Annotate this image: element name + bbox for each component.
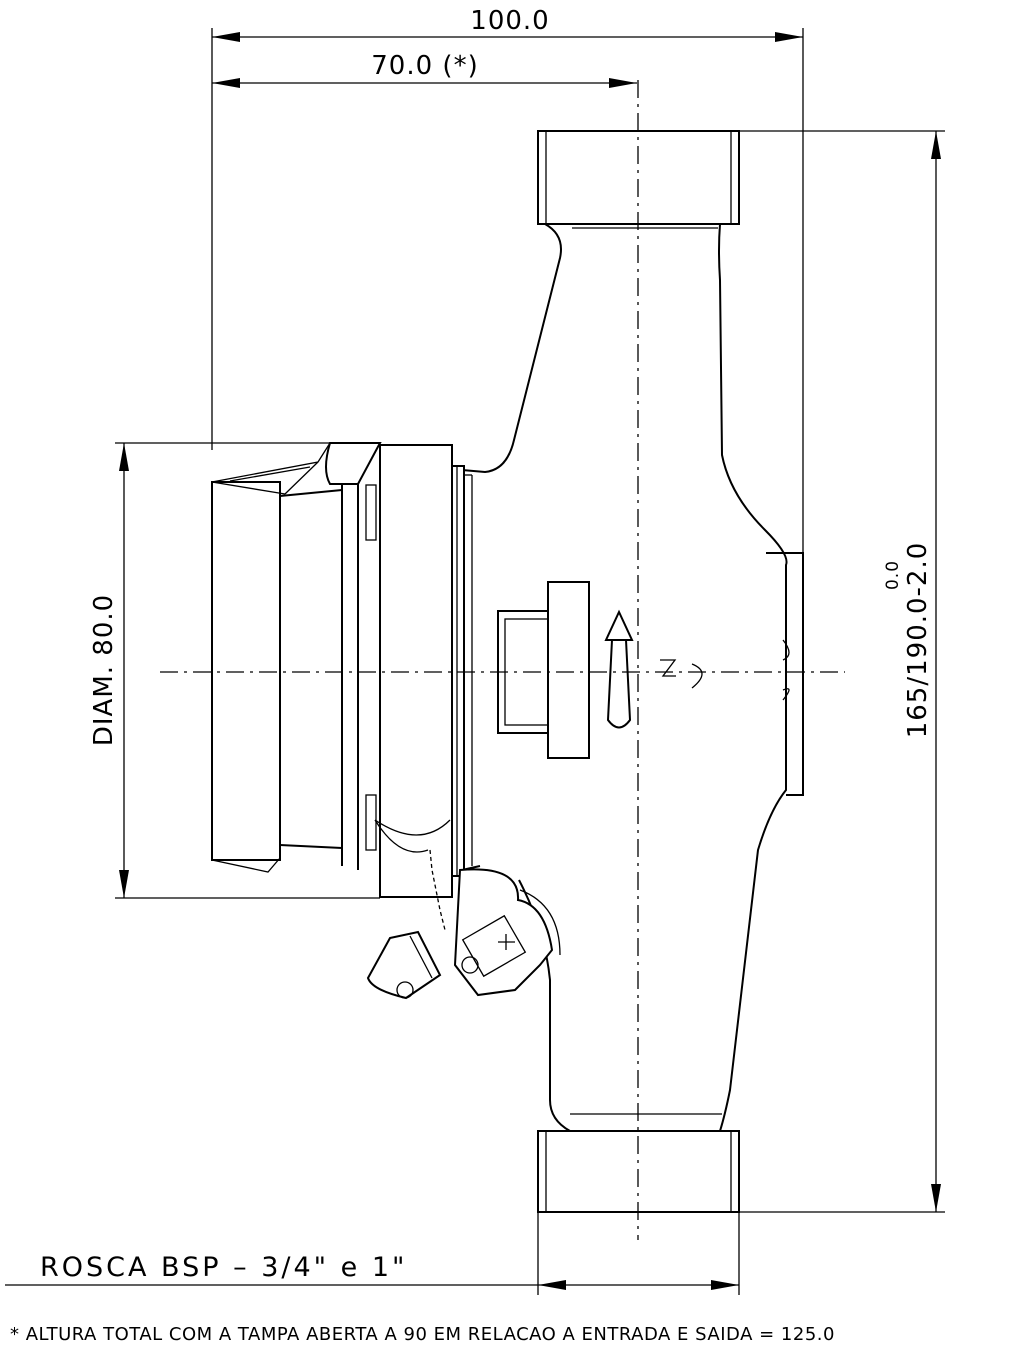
dimension-length: 165/190.0-2.0 0.0 [740, 130, 945, 1213]
register-diameter-label: DIAM. 80.0 [89, 594, 119, 746]
length-label: 165/190.0-2.0 [903, 542, 933, 739]
footnote: * ALTURA TOTAL COM A TAMPA ABERTA A 90 E… [10, 1324, 835, 1345]
length-tolerance-label: 0.0 [883, 560, 903, 590]
dimension-register-diameter: DIAM. 80.0 [89, 442, 380, 899]
dimension-half-width: 70.0 (*) [212, 51, 637, 88]
total-width-label: 100.0 [470, 6, 549, 36]
half-width-label: 70.0 (*) [371, 51, 478, 81]
dimension-total-width: 100.0 [211, 6, 804, 560]
center-lines [160, 80, 845, 1240]
thread-label: ROSCA BSP – 3/4" e 1" [40, 1252, 407, 1283]
thread-spec: ROSCA BSP – 3/4" e 1" [5, 1212, 740, 1295]
